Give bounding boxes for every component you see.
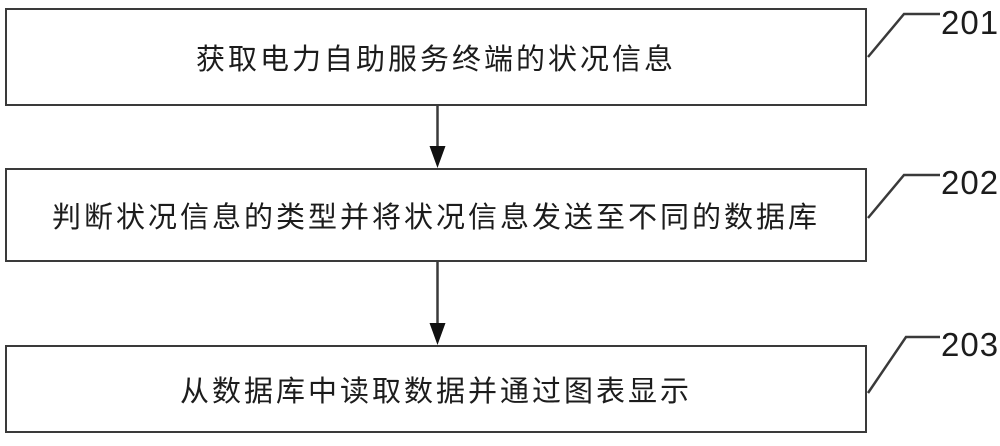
leader-line-203	[866, 335, 940, 394]
ref-number-201: 201	[941, 4, 1000, 41]
step-box-203: 从数据库中读取数据并通过图表显示	[5, 345, 867, 433]
leader-line-201	[867, 12, 940, 58]
step-203-label: 从数据库中读取数据并通过图表显示	[179, 376, 692, 408]
step-202-label: 判断状况信息的类型并将状况信息发送至不同的数据库	[51, 202, 820, 234]
flow-arrow-1-head	[429, 146, 446, 168]
step-201-label: 获取电力自助服务终端的状况信息	[195, 44, 676, 76]
step-box-201: 获取电力自助服务终端的状况信息	[5, 8, 867, 106]
leader-line-202	[867, 173, 940, 219]
flow-arrow-2-head	[429, 323, 446, 345]
step-box-202: 判断状况信息的类型并将状况信息发送至不同的数据库	[5, 168, 867, 262]
ref-number-203: 203	[941, 326, 1000, 363]
ref-number-202: 202	[941, 164, 1000, 201]
